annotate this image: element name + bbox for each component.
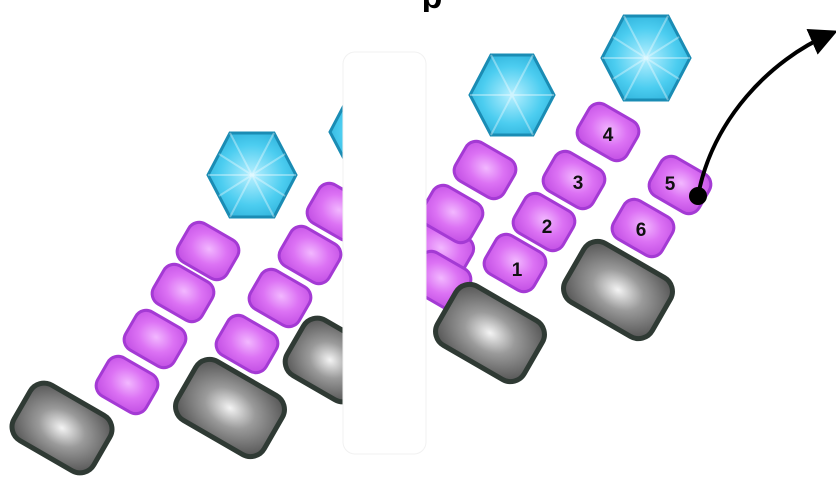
hexagon-icon [468, 53, 556, 137]
arrow-icon [689, 28, 836, 205]
purple-block [277, 224, 343, 286]
purple-block [175, 220, 241, 282]
purple-block [247, 267, 313, 329]
block-label-1: 1 [512, 260, 523, 281]
block-label-6: 6 [636, 220, 647, 241]
purple-block [214, 313, 280, 375]
diagram-top-text: p [372, 0, 492, 12]
gray-block [173, 356, 287, 460]
right-chain-d: 1 2 3 4 5 6 [482, 14, 713, 342]
numbered-block-2 [511, 191, 577, 253]
numbered-block-4 [575, 101, 641, 163]
block-label-5: 5 [665, 174, 676, 195]
hexagon-icon [206, 131, 298, 219]
purple-block [150, 262, 216, 324]
numbered-block-1 [482, 232, 548, 294]
gray-block [9, 380, 115, 476]
purple-block [419, 183, 485, 245]
block-label-2: 2 [542, 217, 553, 238]
gray-block [433, 281, 547, 385]
numbered-block-6 [610, 197, 676, 259]
block-label-4: 4 [603, 125, 614, 146]
gray-block [561, 238, 675, 342]
purple-block [452, 139, 518, 201]
numbered-block-3 [541, 149, 607, 211]
hexagon-icon [600, 14, 692, 102]
purple-block [122, 308, 188, 370]
occluding-panel [342, 51, 427, 455]
block-label-3: 3 [573, 173, 584, 194]
left-chain-a [9, 131, 298, 476]
purple-block [94, 354, 160, 416]
